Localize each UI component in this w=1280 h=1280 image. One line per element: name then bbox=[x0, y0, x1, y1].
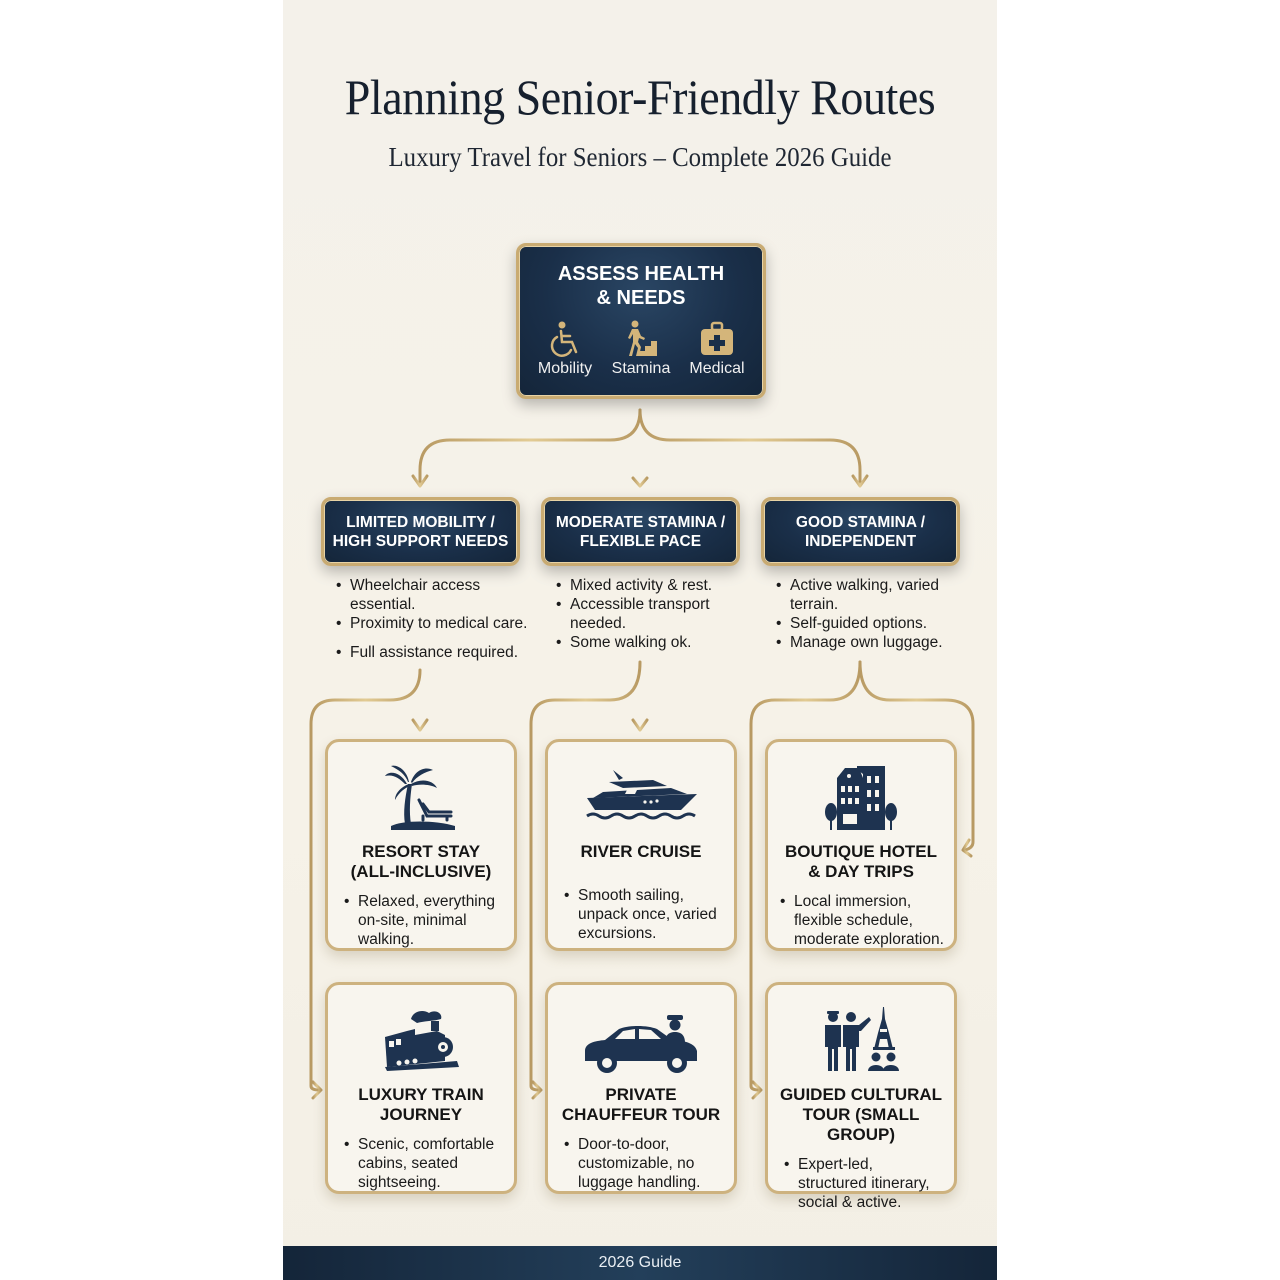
bullet-item: Full assistance required. bbox=[336, 643, 539, 662]
category-title-line2: FLEXIBLE PACE bbox=[579, 532, 702, 550]
category-limited-mobility: LIMITED MOBILITY /HIGH SUPPORT NEEDS bbox=[321, 497, 520, 566]
option-card-private-chauffeur: PRIVATE CHAUFFEUR TOUR Door-to-door, cus… bbox=[545, 982, 737, 1194]
footer-label: 2026 Guide bbox=[598, 1254, 682, 1271]
option-title-line2: JOURNEY bbox=[379, 1105, 463, 1124]
option-description: Relaxed, everything on-site, minimal wal… bbox=[344, 892, 506, 949]
option-description: Smooth sailing, unpack once, varied excu… bbox=[564, 886, 726, 943]
stairs-climbing-icon bbox=[628, 320, 657, 356]
bullet-item: Proximity to medical care. bbox=[336, 614, 539, 633]
bullet-item: Wheelchair access essential. bbox=[336, 576, 539, 614]
tour-guide-eiffel-icon bbox=[825, 1007, 899, 1071]
category-bullets-moderate-stamina: Mixed activity & rest. Accessible transp… bbox=[554, 576, 759, 652]
option-card-boutique-hotel: BOUTIQUE HOTEL & DAY TRIPS Local immersi… bbox=[765, 739, 957, 951]
option-card-guided-cultural-tour: GUIDED CULTURAL TOUR (SMALL GROUP) Exper… bbox=[765, 982, 957, 1211]
category-title-line1: GOOD STAMINA / bbox=[795, 513, 926, 531]
option-title-line1: LUXURY TRAIN bbox=[358, 1085, 484, 1104]
factor-label: Mobility bbox=[537, 360, 593, 377]
option-description: Local immersion, flexible schedule, mode… bbox=[780, 892, 946, 949]
factor-medical: Medical bbox=[681, 320, 753, 378]
factor-label: Stamina bbox=[611, 360, 671, 377]
factor-stamina: Stamina bbox=[605, 320, 677, 378]
bullet-item: Mixed activity & rest. bbox=[556, 576, 759, 595]
hotel-building-icon bbox=[825, 766, 897, 830]
option-title-line2: & DAY TRIPS bbox=[808, 862, 914, 881]
option-title-line1: BOUTIQUE HOTEL bbox=[784, 842, 938, 861]
option-title-line2: CHAUFFEUR TOUR bbox=[561, 1105, 721, 1124]
yacht-icon bbox=[586, 770, 697, 820]
factor-label: Medical bbox=[689, 360, 745, 377]
assess-health-needs-node: ASSESS HEALTH & NEEDS Mobility bbox=[516, 243, 766, 399]
category-title-line1: MODERATE STAMINA / bbox=[555, 513, 726, 531]
category-moderate-stamina: MODERATE STAMINA /FLEXIBLE PACE bbox=[541, 497, 740, 566]
option-title-line2: TOUR (SMALL GROUP) bbox=[802, 1105, 920, 1144]
option-title-line1: PRIVATE bbox=[605, 1085, 677, 1104]
option-title-line1: RIVER CRUISE bbox=[580, 842, 702, 861]
category-title-line2: INDEPENDENT bbox=[804, 532, 917, 550]
option-title-line1: RESORT STAY bbox=[361, 842, 481, 861]
option-card-luxury-train: LUXURY TRAIN JOURNEY Scenic, comfortable… bbox=[325, 982, 517, 1194]
category-good-stamina: GOOD STAMINA /INDEPENDENT bbox=[761, 497, 960, 566]
steam-train-icon bbox=[385, 1011, 459, 1071]
bullet-item: Some walking ok. bbox=[556, 633, 759, 652]
medical-kit-icon bbox=[701, 321, 733, 355]
car-chauffeur-icon bbox=[585, 1015, 697, 1073]
category-title-line2: HIGH SUPPORT NEEDS bbox=[332, 532, 509, 550]
page-title: Planning Senior-Friendly Routes bbox=[344, 69, 936, 125]
option-card-river-cruise: RIVER CRUISE Smooth sailing, unpack once… bbox=[545, 739, 737, 951]
option-title-line1: GUIDED CULTURAL bbox=[779, 1085, 943, 1104]
wheelchair-icon bbox=[550, 321, 578, 357]
bullet-item: Manage own luggage. bbox=[776, 633, 979, 652]
option-description: Expert-led, structured itinerary, social… bbox=[784, 1155, 946, 1212]
category-bullets-limited-mobility: Wheelchair access essential. Proximity t… bbox=[334, 576, 539, 662]
bullet-item: Self-guided options. bbox=[776, 614, 979, 633]
option-title-line2: (ALL-INCLUSIVE) bbox=[350, 862, 492, 881]
infographic-page: Planning Senior-Friendly Routes Luxury T… bbox=[283, 0, 997, 1280]
page-subtitle: Luxury Travel for Seniors – Complete 202… bbox=[388, 142, 892, 172]
root-title-line1: ASSESS HEALTH bbox=[557, 263, 725, 285]
bullet-item: Accessible transport needed. bbox=[556, 595, 759, 633]
palm-tree-lounger-icon bbox=[385, 765, 455, 830]
footer-bar: 2026 Guide bbox=[283, 1246, 997, 1280]
option-card-resort-stay: RESORT STAY (ALL-INCLUSIVE) Relaxed, eve… bbox=[325, 739, 517, 951]
category-title-line1: LIMITED MOBILITY / bbox=[346, 513, 495, 531]
category-bullets-good-stamina: Active walking, varied terrain. Self-gui… bbox=[774, 576, 979, 652]
root-title-line2: & NEEDS bbox=[596, 287, 686, 309]
bullet-item: Active walking, varied terrain. bbox=[776, 576, 979, 614]
option-description: Scenic, comfortable cabins, seated sight… bbox=[344, 1135, 506, 1192]
option-description: Door-to-door, customizable, no luggage h… bbox=[564, 1135, 726, 1192]
factor-mobility: Mobility bbox=[529, 320, 601, 378]
